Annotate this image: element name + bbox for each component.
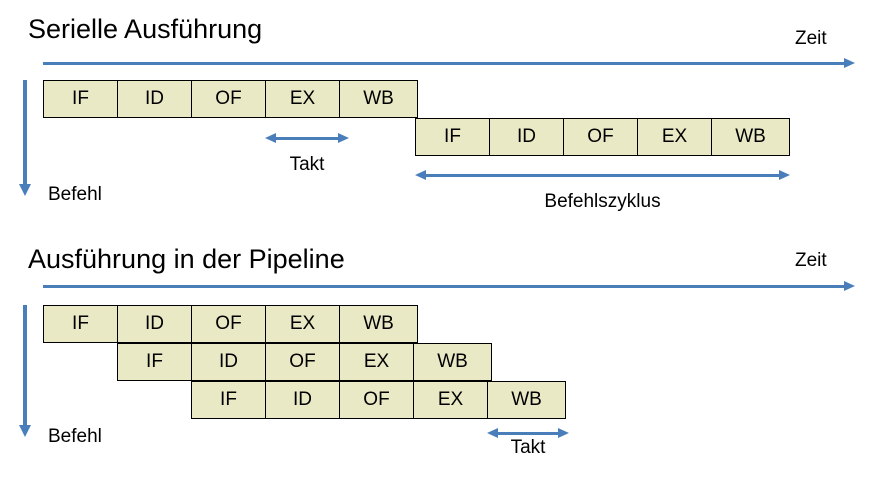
stage-box: EX <box>265 80 340 118</box>
stage-box: OF <box>265 343 340 381</box>
pipeline-instruction-row-1: IF ID OF EX WB <box>43 305 418 343</box>
stage-box: OF <box>191 80 266 118</box>
pipeline-instruction-row-2: IF ID OF EX WB <box>117 343 492 381</box>
stage-box: WB <box>711 118 790 156</box>
pipeline-takt-arrow <box>487 428 569 439</box>
serial-time-axis-label: Zeit <box>795 28 827 49</box>
stage-box: IF <box>43 305 118 343</box>
pipeline-instruction-axis-label: Befehl <box>48 426 102 447</box>
serial-instruction-row-1: IF ID OF EX WB <box>43 80 418 118</box>
stage-box: IF <box>191 381 266 419</box>
stage-box: OF <box>339 381 414 419</box>
stage-box: ID <box>265 381 340 419</box>
stage-box: WB <box>413 343 492 381</box>
stage-box: EX <box>637 118 712 156</box>
stage-box: WB <box>339 305 418 343</box>
stage-box: EX <box>339 343 414 381</box>
serial-time-axis-arrow <box>43 58 855 68</box>
serial-section-title: Serielle Ausführung <box>28 14 263 44</box>
pipeline-instruction-axis-arrow <box>19 305 31 437</box>
pipeline-section-title: Ausführung in der Pipeline <box>28 244 345 274</box>
stage-box: IF <box>415 118 490 156</box>
pipeline-instruction-row-3: IF ID OF EX WB <box>191 381 566 419</box>
stage-box: WB <box>339 80 418 118</box>
stage-box: ID <box>117 305 192 343</box>
stage-box: WB <box>487 381 566 419</box>
serial-instruction-axis-label: Befehl <box>48 184 102 205</box>
stage-box: OF <box>563 118 638 156</box>
stage-box: IF <box>117 343 192 381</box>
pipeline-time-axis-label: Zeit <box>795 250 827 271</box>
stage-box: ID <box>117 80 192 118</box>
serial-takt-arrow <box>265 133 349 144</box>
serial-instruction-row-2: IF ID OF EX WB <box>415 118 790 156</box>
serial-befehlszyklus-arrow <box>415 170 790 181</box>
stage-box: EX <box>413 381 488 419</box>
stage-box: OF <box>191 305 266 343</box>
pipeline-takt-label: Takt <box>510 437 546 458</box>
stage-box: IF <box>43 80 118 118</box>
serial-befehlszyklus-label: Befehlszyklus <box>544 191 661 212</box>
serial-instruction-axis-arrow <box>19 80 31 196</box>
stage-box: ID <box>191 343 266 381</box>
stage-box: EX <box>265 305 340 343</box>
serial-takt-label: Takt <box>289 154 325 175</box>
pipeline-time-axis-arrow <box>43 281 855 291</box>
stage-box: ID <box>489 118 564 156</box>
